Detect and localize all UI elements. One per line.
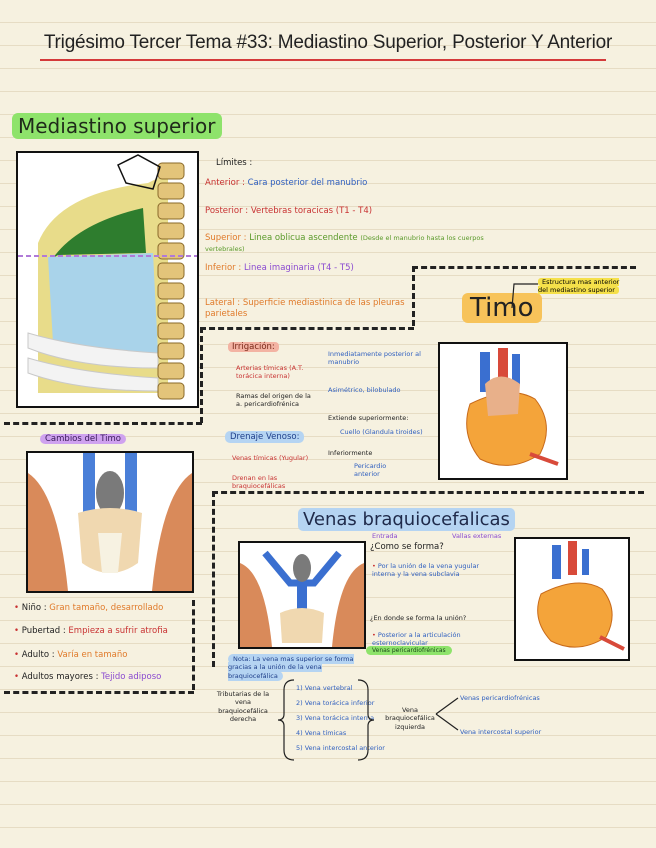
venas-subnote-right: Vallas externas bbox=[452, 532, 502, 540]
venas-nota: Nota: La vena mas superior se forma grac… bbox=[228, 654, 354, 681]
limite-posterior: Posterior : Vertebras toracicas (T1 - T4… bbox=[205, 206, 405, 217]
timo-note: Extiende superiormente: bbox=[328, 414, 409, 422]
tributaria-item: 3) Vena torácica interna bbox=[296, 714, 375, 722]
tributarias-label: Tributarias de la vena braquiocefálica d… bbox=[216, 690, 270, 724]
divider-dashed bbox=[212, 491, 215, 667]
limite-lateral: Lateral : Superficie mediastinica de las… bbox=[205, 298, 405, 319]
cambio-item-text: Tejido adiposo bbox=[101, 672, 162, 682]
timo-heart-illustration bbox=[438, 342, 568, 480]
section-heading-cambios-timo: Cambios del Timo bbox=[40, 434, 126, 445]
dest-top: Venas pericardiofrénicas bbox=[460, 694, 540, 702]
page-title: Trigésimo Tercer Tema #33: Mediastino Su… bbox=[43, 32, 613, 53]
limite-superior-label: Superior : bbox=[205, 233, 247, 243]
divider-dashed bbox=[212, 491, 644, 494]
tributaria-item: 1) Vena vertebral bbox=[296, 684, 353, 692]
como-se-forma-answer: Por la unión de la vena yugular interna … bbox=[372, 562, 498, 579]
divider-dashed bbox=[4, 691, 194, 694]
limite-anterior-text: Cara posterior del manubrio bbox=[247, 178, 368, 188]
timo-note: Pericardio anterior bbox=[354, 462, 387, 479]
donde-se-forma-question: ¿En donde se forma la unión? bbox=[370, 614, 467, 622]
timo-note: Inmediatamente posterior al manubrio bbox=[328, 350, 421, 367]
tributaria-item: 4) Vena tímicas bbox=[296, 729, 347, 737]
divider-dashed bbox=[200, 327, 203, 423]
dest-bottom: Vena intercostal superior bbox=[460, 728, 542, 736]
tributaria-item: 2) Vena torácica inferior bbox=[296, 699, 375, 707]
cambio-item-label: Pubertad : bbox=[14, 626, 66, 636]
divider-dashed bbox=[412, 266, 636, 269]
drenaje-heading: Drenaje Venoso: bbox=[225, 431, 305, 443]
cambio-item-text: Varía en tamaño bbox=[57, 650, 128, 660]
venas-illustration bbox=[238, 541, 366, 649]
section-heading-venas: Venas braquiocefalicas bbox=[298, 508, 515, 531]
cambios-timo-illustration bbox=[26, 451, 194, 593]
limite-inferior-text: Linea imaginaria (T4 - T5) bbox=[243, 263, 354, 273]
timo-note: Cuello (Glandula tiroides) bbox=[340, 428, 423, 436]
como-se-forma-question: ¿Como se forma? bbox=[370, 542, 444, 552]
irrigacion-item: Ramas del origen de la a. pericardiofrén… bbox=[236, 392, 311, 409]
timo-callout: Estructura mas anterior del mediastino s… bbox=[538, 278, 620, 295]
section-heading-mediastino-superior: Mediastino superior bbox=[12, 113, 222, 139]
title-underline bbox=[40, 59, 606, 61]
cambio-item-label: Niño : bbox=[14, 603, 47, 613]
donde-se-forma-answer: Posterior a la articulación esternoclavi… bbox=[372, 631, 498, 648]
cambio-item: Adulto : Varía en tamaño bbox=[14, 650, 204, 661]
divider-dashed bbox=[4, 422, 202, 425]
divider-dashed bbox=[200, 327, 414, 330]
timo-note: Inferiormente bbox=[328, 449, 373, 457]
limite-lateral-label: Lateral : bbox=[205, 298, 241, 308]
limite-anterior: Anterior : Cara posterior del manubrio bbox=[205, 178, 405, 189]
cambio-item-label: Adultos mayores : bbox=[14, 672, 98, 682]
limite-inferior: Inferior : Linea imaginaria (T4 - T5) bbox=[205, 263, 405, 274]
venas-heart-illustration bbox=[514, 537, 630, 661]
branch-arrows bbox=[435, 697, 459, 731]
cambio-item-label: Adulto : bbox=[14, 650, 55, 660]
cambio-item-text: Gran tamaño, desarrollado bbox=[49, 603, 164, 613]
cambio-item-text: Empieza a sufrir atrofia bbox=[68, 626, 168, 636]
limite-superior: Superior : Linea oblicua ascendente (Des… bbox=[205, 233, 485, 254]
limite-superior-text: Linea oblicua ascendente bbox=[249, 233, 358, 243]
mediastino-illustration bbox=[16, 151, 199, 408]
limite-anterior-label: Anterior : bbox=[205, 178, 245, 188]
limite-inferior-label: Inferior : bbox=[205, 263, 242, 273]
limites-label: Límites : bbox=[216, 158, 253, 168]
confluencia-label: Vena braquiocefálica izquierda bbox=[385, 706, 435, 731]
tributaria-item: 5) Vena intercostal anterior bbox=[296, 744, 385, 752]
brace-right bbox=[357, 679, 375, 761]
divider-dashed bbox=[412, 266, 415, 326]
irrigacion-item: Arterias tímicas (A.T. torácica interna) bbox=[236, 364, 304, 381]
irrigacion-heading: Irrigación: bbox=[228, 342, 279, 353]
limite-lateral-text: Superficie mediastinica de las pleuras p… bbox=[205, 298, 405, 319]
cambio-item: Adultos mayores : Tejido adiposo bbox=[14, 672, 204, 683]
callout-line bbox=[511, 283, 538, 309]
section-heading-timo: Timo bbox=[462, 293, 542, 323]
brace-left bbox=[277, 679, 295, 761]
limite-posterior-text: Vertebras toracicas (T1 - T4) bbox=[250, 206, 373, 216]
cambio-item: Niño : Gran tamaño, desarrollado bbox=[14, 603, 204, 614]
cambio-item: Pubertad : Empieza a sufrir atrofia bbox=[14, 626, 204, 637]
limite-posterior-label: Posterior : bbox=[205, 206, 249, 216]
drenaje-item: Venas tímicas (Yugular) bbox=[232, 454, 309, 462]
timo-note: Asimétrico, bilobulado bbox=[328, 386, 401, 394]
drenaje-item: Drenan en las braquiocefálicas bbox=[232, 474, 286, 491]
venas-subnote-left: Entrada bbox=[372, 532, 398, 540]
limite-superior-note: (Desde el manubrio hasta los cuerpos ver… bbox=[205, 234, 484, 253]
leyenda-pericardio: Venas pericardiofrénicas bbox=[366, 646, 452, 655]
divider-dashed bbox=[192, 600, 195, 690]
